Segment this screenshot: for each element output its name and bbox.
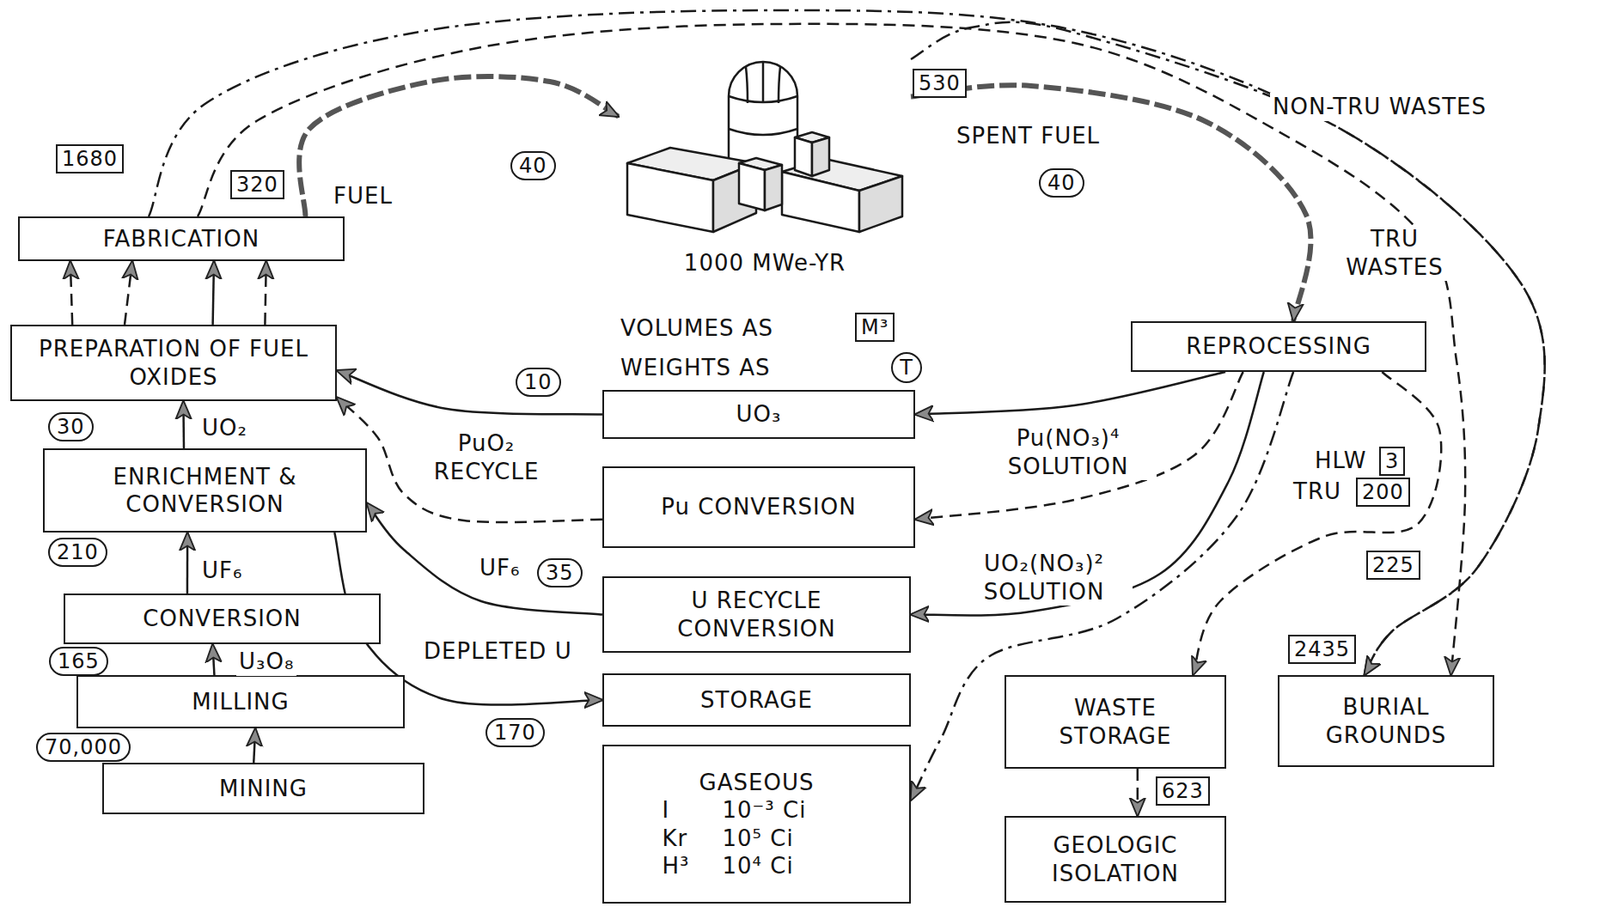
flow-label: Pu(NO₃)⁴ SOLUTION xyxy=(979,424,1157,481)
process-box: UO₃ xyxy=(602,390,916,440)
note-label: WEIGHTS AS xyxy=(620,354,770,383)
callout-number: 1680 xyxy=(55,144,124,174)
process-box: ENRICHMENT & CONVERSION xyxy=(42,448,367,533)
emission-value: 10⁻³ Ci xyxy=(722,796,852,825)
process-box: MILLING xyxy=(76,675,405,729)
box-label: UO₃ xyxy=(736,400,782,429)
callout-number: 35 xyxy=(537,558,583,588)
process-box: PREPARATION OF FUEL OXIDES xyxy=(10,324,337,402)
flow-label: NON-TRU WASTES xyxy=(1270,92,1490,122)
callout-number: 2435 xyxy=(1288,635,1356,665)
flow-arrow xyxy=(182,401,185,449)
callout-number: 320 xyxy=(230,170,285,200)
callout-number: 40 xyxy=(510,151,556,181)
flow-arrow xyxy=(197,24,1466,676)
callout-number: M³ xyxy=(854,312,895,342)
process-box: MINING xyxy=(102,763,425,815)
emission-value: Kr xyxy=(662,824,715,854)
box-label: Pu CONVERSION xyxy=(660,493,856,522)
emission-value: H³ xyxy=(662,852,715,881)
note-label: TRU xyxy=(1293,477,1342,507)
box-label: FABRICATION xyxy=(103,225,260,254)
box-label: CONVERSION xyxy=(142,604,301,634)
flow-arrow xyxy=(124,261,133,325)
callout-number: 40 xyxy=(1038,168,1085,198)
callout-number: T xyxy=(891,352,923,384)
callout-number: 10 xyxy=(515,367,562,397)
flow-arrow xyxy=(336,397,603,523)
process-box: WASTE STORAGE xyxy=(1004,675,1227,770)
note-label: VOLUMES AS xyxy=(620,314,774,343)
callout-number: 170 xyxy=(485,718,545,748)
note-label: HLW xyxy=(1314,446,1367,476)
flow-arrow xyxy=(213,261,214,325)
flow-arrow xyxy=(1136,769,1140,817)
flow-label: TRU WASTES xyxy=(1327,225,1462,281)
reactor-plant: 1000 MWe-YR xyxy=(618,34,911,284)
box-label: GASEOUS xyxy=(699,769,815,798)
flow-label: UF₆ xyxy=(476,554,523,583)
flow-arrow xyxy=(148,10,1546,676)
callout-number: 210 xyxy=(48,537,108,568)
flow-arrow xyxy=(910,372,1265,617)
emission-grid: I10⁻³ CiKr10⁵ CiH³10⁴ Ci xyxy=(662,796,852,881)
emission-table-box: GASEOUSI10⁻³ CiKr10⁵ CiH³10⁴ Ci xyxy=(602,745,911,904)
process-box: Pu CONVERSION xyxy=(602,466,916,549)
process-box: CONVERSION xyxy=(63,593,381,645)
box-label: MILLING xyxy=(191,688,289,717)
box-label: ENRICHMENT & CONVERSION xyxy=(53,463,357,520)
callout-number: 623 xyxy=(1155,776,1210,807)
emission-value: I xyxy=(662,796,715,825)
callout-number: 30 xyxy=(48,412,94,442)
flow-arrow xyxy=(910,85,1311,322)
flow-arrow xyxy=(915,372,1244,520)
flow-arrow xyxy=(253,728,256,764)
flow-label: U₃O₈ xyxy=(236,647,297,677)
box-label: GEOLOGIC ISOLATION xyxy=(1014,831,1216,888)
callout-number: 3 xyxy=(1379,446,1405,477)
callout-number: 70,000 xyxy=(36,732,131,763)
flow-arrow xyxy=(915,372,1226,416)
box-label: MINING xyxy=(219,775,308,804)
emission-value: 10⁵ Ci xyxy=(722,824,852,854)
flow-arrow xyxy=(186,532,190,594)
flow-arrow xyxy=(910,22,1546,676)
box-label: BURIAL GROUNDS xyxy=(1288,693,1484,750)
flow-label: PuO₂ RECYCLE xyxy=(410,429,562,486)
process-box: U RECYCLE CONVERSION xyxy=(602,576,911,654)
process-box: FABRICATION xyxy=(18,216,345,262)
box-label: PREPARATION OF FUEL OXIDES xyxy=(20,335,327,391)
box-label: REPROCESSING xyxy=(1185,332,1372,361)
box-label: 1000 MWe-YR xyxy=(683,249,846,281)
box-label: STORAGE xyxy=(700,686,813,715)
flow-arrow xyxy=(336,370,603,415)
flow-label: FUEL xyxy=(330,182,396,211)
flow-label: DEPLETED U xyxy=(421,637,575,666)
callout-number: 530 xyxy=(912,68,967,98)
flow-arrow xyxy=(1192,372,1442,676)
flow-arrow xyxy=(70,261,73,325)
process-box: GEOLOGIC ISOLATION xyxy=(1004,816,1227,904)
flow-arrow xyxy=(212,644,214,676)
flow-arrow xyxy=(299,76,619,217)
process-box: STORAGE xyxy=(602,673,911,727)
flow-arrow xyxy=(264,261,266,325)
process-box: BURIAL GROUNDS xyxy=(1277,675,1495,768)
flow-arrow xyxy=(366,503,603,616)
callout-number: 165 xyxy=(48,647,109,677)
flow-label: SPENT FUEL xyxy=(953,122,1103,151)
flow-label: UF₆ xyxy=(199,556,245,586)
box-label: WASTE STORAGE xyxy=(1014,694,1216,751)
callout-number: 225 xyxy=(1366,550,1421,581)
flow-label: UO₂ xyxy=(199,414,251,443)
flow-label: UO₂(NO₃)² SOLUTION xyxy=(955,549,1133,606)
reactor-illustration xyxy=(618,34,911,237)
box-label: U RECYCLE CONVERSION xyxy=(612,586,901,643)
process-box: REPROCESSING xyxy=(1130,321,1427,373)
emission-value: 10⁴ Ci xyxy=(722,852,852,881)
callout-number: 200 xyxy=(1355,477,1411,507)
